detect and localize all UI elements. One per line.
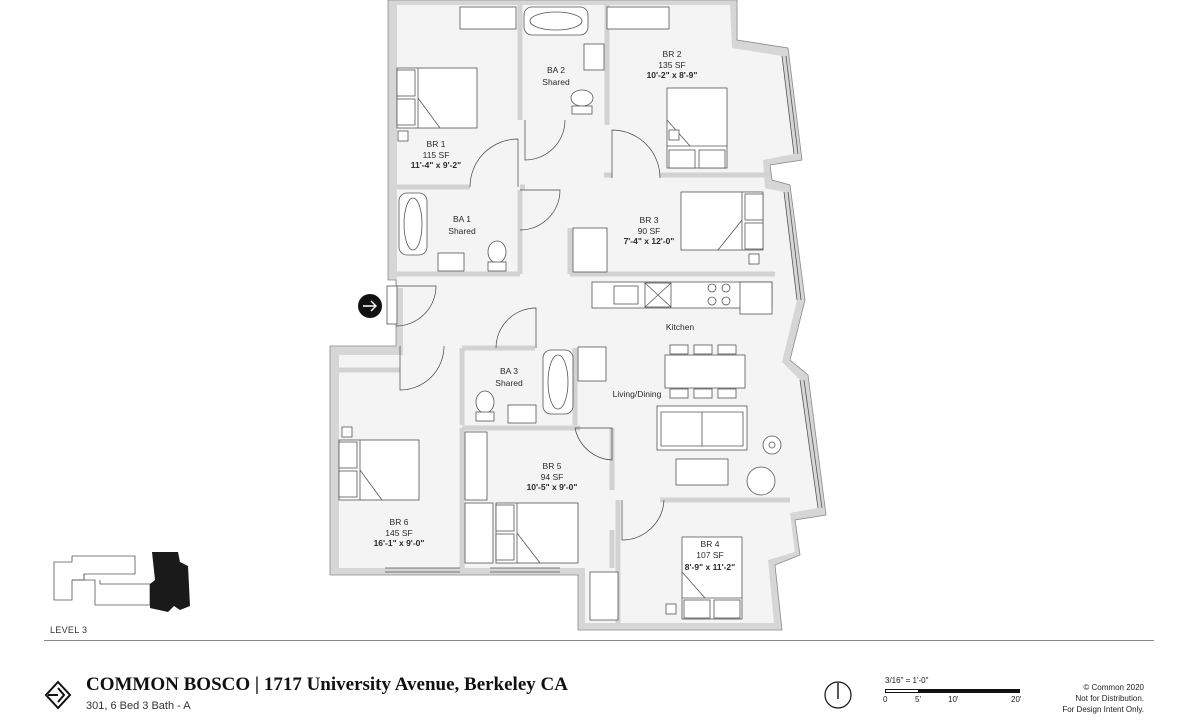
windows [385, 55, 823, 573]
doors [386, 119, 665, 541]
room-area-br6: 145 SF [385, 528, 412, 538]
room-note-ba2: Shared [542, 77, 570, 87]
room-area-br1: 115 SF [423, 150, 450, 160]
room-name-br1: BR 1 [427, 139, 446, 149]
common-logo-icon [44, 680, 72, 710]
room-area-br2: 135 SF [658, 60, 685, 70]
room-note-ba1: Shared [448, 226, 476, 236]
room-name-living: Living/Dining [613, 389, 662, 399]
level-label: LEVEL 3 [50, 625, 88, 635]
scale-bar: 3/16" = 1'-0" 0 5' 10' 20' [880, 676, 1030, 712]
scale-segment [919, 689, 953, 693]
entry-arrow-icon [358, 294, 382, 318]
project-title: COMMON BOSCO | 1717 University Avenue, B… [86, 674, 568, 695]
key-plan [53, 552, 190, 612]
scale-tick: 5' [915, 695, 921, 704]
north-arrow-icon [824, 681, 852, 709]
room-name-br5: BR 5 [543, 461, 562, 471]
scale-ratio: 3/16" = 1'-0" [885, 676, 929, 685]
room-area-br3: 90 SF [638, 226, 661, 236]
scale-segment [885, 689, 919, 693]
scale-tick: 10' [948, 695, 959, 704]
distribution-notice: Not for Distribution. [1075, 694, 1144, 703]
room-note-ba3: Shared [495, 378, 523, 388]
room-labels: BR 1 115 SF 11'-4" x 9'-2" BA 2 Shared B… [374, 49, 736, 572]
room-name-br2: BR 2 [663, 49, 682, 59]
room-name-br3: BR 3 [640, 215, 659, 225]
room-dims-br2: 10'-2" x 8'-9" [647, 70, 698, 80]
room-dims-br6: 16'-1" x 9'-0" [374, 538, 425, 548]
room-name-ba3: BA 3 [500, 366, 518, 376]
room-name-ba2: BA 2 [547, 65, 565, 75]
room-name-kitchen: Kitchen [666, 322, 695, 332]
design-intent-notice: For Design Intent Only. [1062, 705, 1144, 714]
footer-divider [44, 640, 1154, 641]
room-name-br6: BR 6 [390, 517, 409, 527]
room-dims-br1: 11'-4" x 9'-2" [411, 160, 461, 170]
unit-subtitle: 301, 6 Bed 3 Bath - A [86, 700, 191, 712]
room-dims-br3: 7'-4" x 12'-0" [624, 236, 675, 246]
floor-plan: BR 1 115 SF 11'-4" x 9'-2" BA 2 Shared B… [53, 0, 827, 631]
room-name-br4: BR 4 [701, 539, 720, 549]
copyright-text: © Common 2020 [1083, 683, 1144, 692]
room-dims-br5: 10'-5" x 9'-0" [527, 482, 578, 492]
room-name-ba1: BA 1 [453, 214, 471, 224]
scale-tick: 0 [883, 695, 888, 704]
scale-tick: 20' [1011, 695, 1022, 704]
fixtures [338, 6, 782, 621]
scale-segment [953, 689, 1020, 693]
room-area-br4: 107 SF [696, 550, 723, 560]
room-dims-br4: 8'-9" x 11'-2" [685, 562, 735, 572]
interior-walls [339, 5, 790, 623]
copyright-block: © Common 2020 Not for Distribution. For … [1062, 682, 1144, 715]
scale-bar-graphic [885, 689, 1020, 693]
room-area-br5: 94 SF [541, 472, 564, 482]
